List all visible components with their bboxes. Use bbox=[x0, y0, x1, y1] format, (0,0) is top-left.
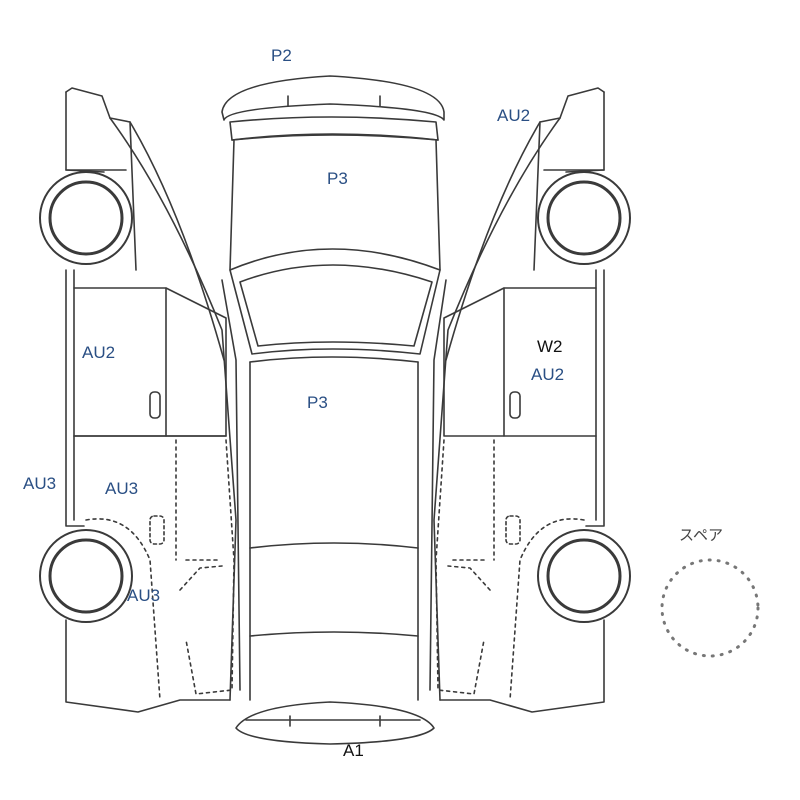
top-view-car bbox=[221, 75, 447, 745]
label-spare: スペア bbox=[679, 527, 723, 544]
label-left-rear-panel: AU3 bbox=[105, 479, 139, 498]
label-roof-front: P2 bbox=[271, 46, 292, 65]
label-left-rear-lower: AU3 bbox=[127, 586, 161, 605]
label-right-door-2: AU2 bbox=[531, 365, 565, 384]
label-hood: P3 bbox=[307, 393, 328, 412]
label-left-door: AU2 bbox=[82, 343, 116, 362]
label-right-front-fender: AU2 bbox=[497, 106, 531, 125]
label-roof: P3 bbox=[327, 169, 348, 188]
right-side-car bbox=[433, 87, 631, 713]
label-right-door: W2 bbox=[537, 337, 563, 356]
label-front-bumper: A1 bbox=[343, 741, 364, 760]
label-left-rear-outer: AU3 bbox=[23, 474, 57, 493]
spare-tire-circle bbox=[660, 558, 760, 658]
left-side-car bbox=[39, 87, 237, 713]
